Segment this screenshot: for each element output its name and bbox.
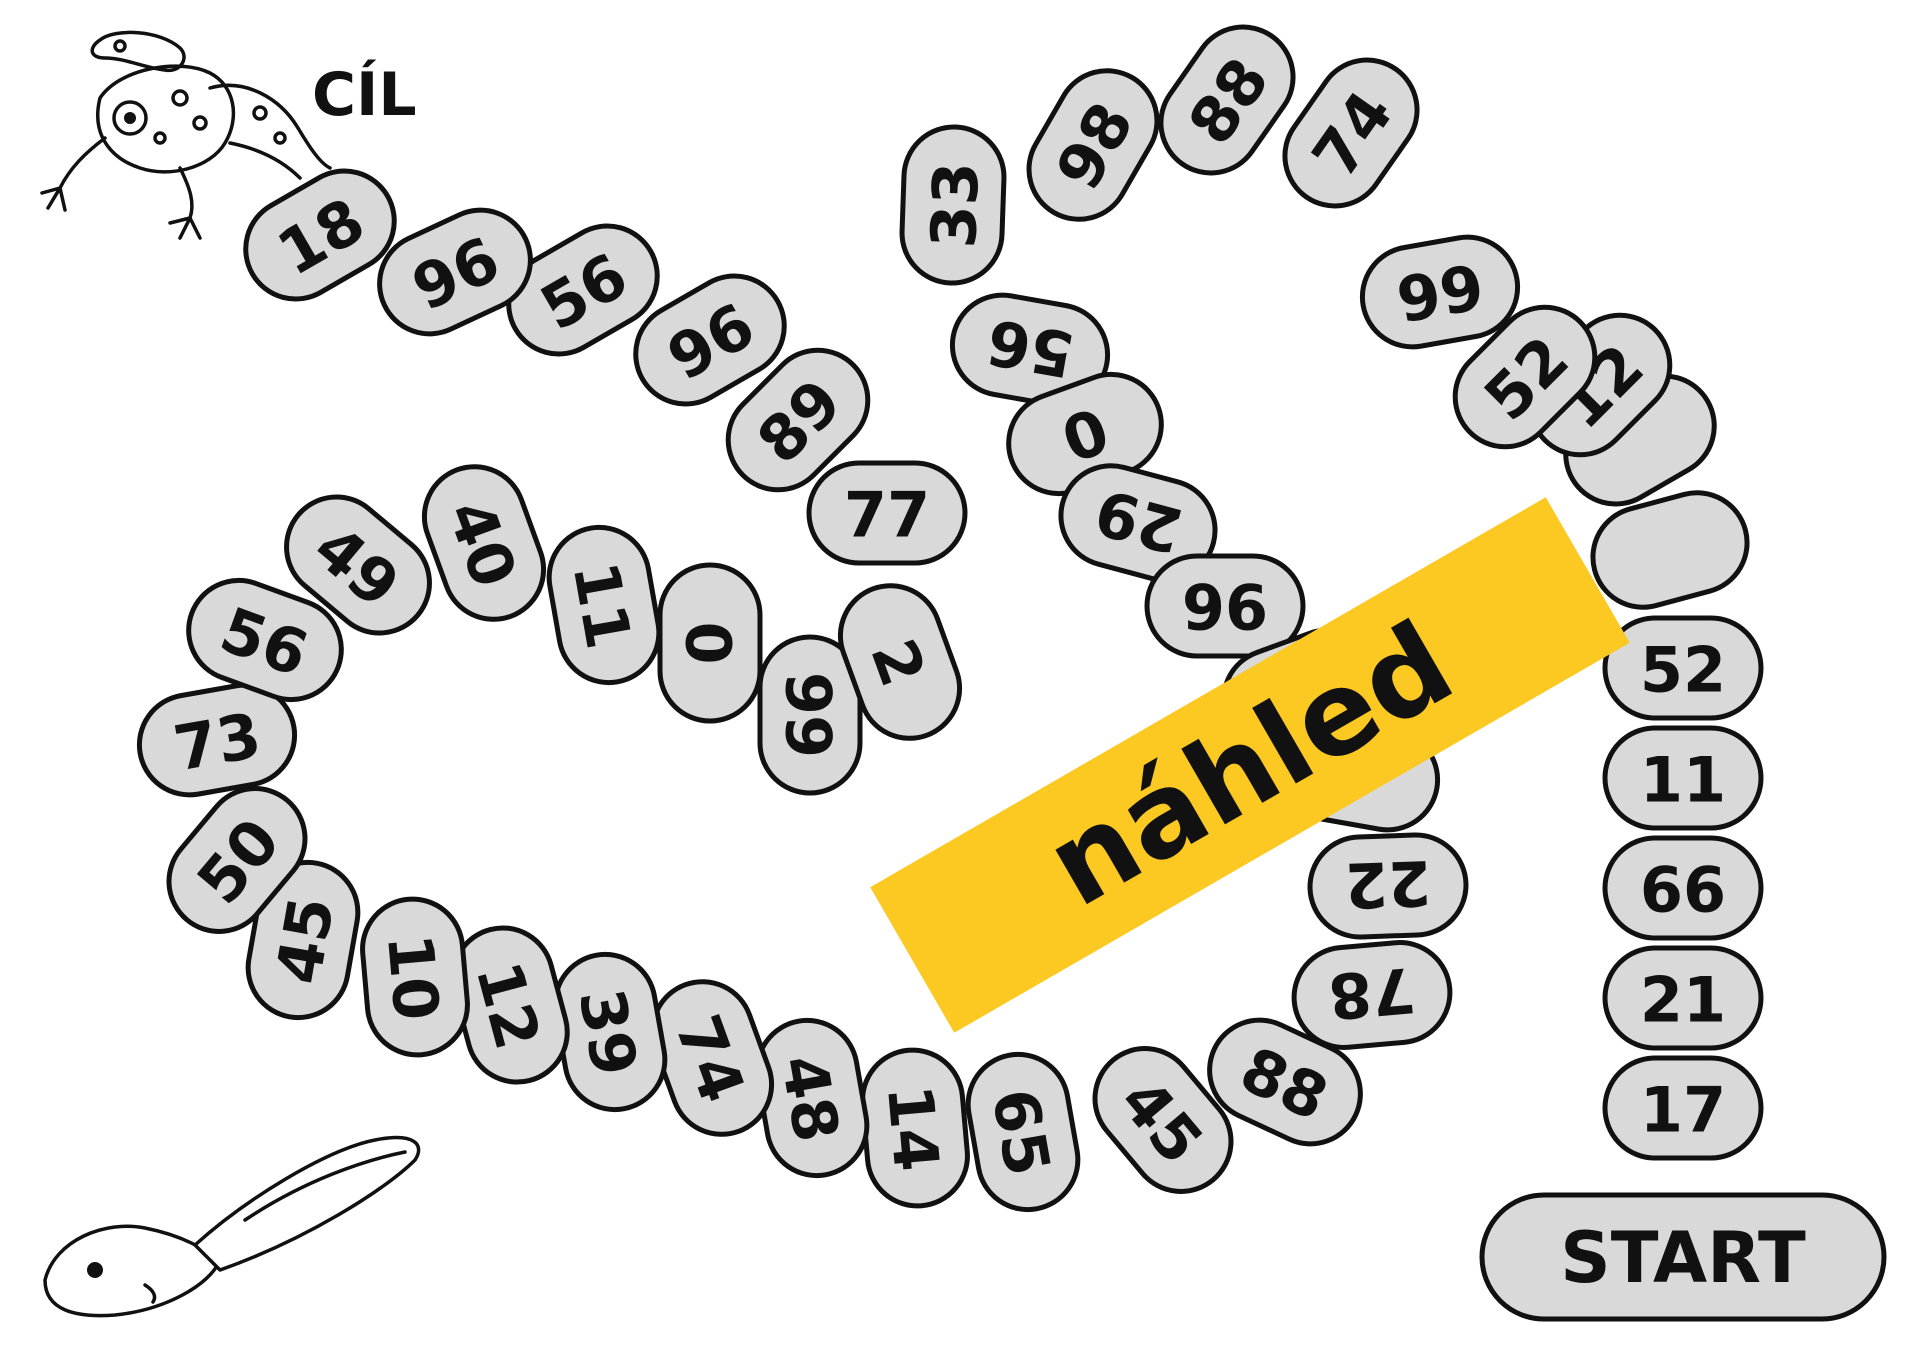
tile-number: 39 bbox=[565, 984, 652, 1082]
board-tile: 40 bbox=[421, 464, 547, 622]
board-tile: 66 bbox=[1602, 835, 1764, 941]
tile-number: 52 bbox=[1640, 634, 1726, 707]
tile-number: 99 bbox=[772, 672, 845, 758]
board-tile: 99 bbox=[1359, 234, 1521, 350]
board-tile: 39 bbox=[552, 951, 668, 1113]
board-tile: 56 bbox=[949, 292, 1111, 408]
tile-number: 21 bbox=[1640, 964, 1726, 1037]
board-tile: 88 bbox=[1158, 24, 1296, 176]
board-tile: 96 bbox=[377, 207, 533, 337]
board-tile: 73 bbox=[136, 682, 298, 798]
tile-number: 78 bbox=[1326, 953, 1418, 1033]
board-tile: 49 bbox=[284, 494, 432, 636]
goal-label: CÍL bbox=[312, 58, 417, 130]
board-tile: 17 bbox=[1602, 1055, 1764, 1161]
tile-number: 10 bbox=[373, 931, 453, 1023]
board-tile: 89 bbox=[725, 347, 871, 493]
board-tile: 22 bbox=[1307, 832, 1469, 940]
board-tile: 11 bbox=[546, 524, 662, 686]
board-tile: 52 bbox=[1602, 615, 1764, 721]
tile-number: 73 bbox=[169, 699, 267, 786]
board-tile: 33 bbox=[899, 124, 1007, 286]
board-tile bbox=[1590, 490, 1750, 610]
board-tile: 88 bbox=[1207, 1017, 1363, 1147]
board-tile: 18 bbox=[243, 168, 397, 302]
tile-number: 77 bbox=[844, 479, 930, 552]
board-tile: 29 bbox=[1058, 463, 1218, 583]
tile-number: 14 bbox=[873, 1082, 953, 1174]
board-tile: 14 bbox=[860, 1047, 970, 1209]
tile-number: 45 bbox=[262, 892, 349, 990]
board-tile: 45 bbox=[1092, 1046, 1234, 1194]
tile-number: 96 bbox=[1182, 572, 1268, 645]
tile-number: 33 bbox=[917, 161, 993, 250]
start-tile: START bbox=[1479, 1192, 1887, 1322]
frog-icon bbox=[40, 30, 332, 240]
board-tile: 45 bbox=[245, 859, 361, 1021]
board-tile: 77 bbox=[806, 460, 968, 566]
board-tile: 99 bbox=[757, 634, 863, 796]
board-tile: 50 bbox=[166, 786, 308, 934]
tile-number: 66 bbox=[1640, 854, 1726, 927]
tile-number: 11 bbox=[1640, 744, 1726, 817]
board-tile: 78 bbox=[1291, 940, 1453, 1050]
svg-text:START: START bbox=[1560, 1217, 1806, 1299]
board-tile: 12 bbox=[450, 925, 570, 1085]
tile-number: 0 bbox=[672, 621, 745, 664]
board-tile: 98 bbox=[1026, 68, 1160, 222]
tile-number: 65 bbox=[978, 1084, 1065, 1182]
tile-path: 1721661152125299748898335602996227888456… bbox=[136, 24, 1764, 1213]
tile-number: 17 bbox=[1640, 1074, 1726, 1147]
board-tile: 11 bbox=[1602, 725, 1764, 831]
board-tile: 96 bbox=[1144, 553, 1306, 659]
tile-number: 56 bbox=[982, 305, 1080, 392]
board-tile: 56 bbox=[506, 223, 660, 357]
board-tile: 74 bbox=[649, 979, 775, 1137]
board-tile: 96 bbox=[633, 273, 787, 407]
tile-number: 22 bbox=[1344, 846, 1433, 922]
board-tile: 2 bbox=[837, 583, 963, 741]
tadpole-icon bbox=[43, 1135, 421, 1318]
board-tile: 10 bbox=[360, 896, 470, 1058]
tile-number: 99 bbox=[1392, 251, 1490, 338]
tile-number: 48 bbox=[767, 1050, 854, 1148]
board-tile: 21 bbox=[1602, 945, 1764, 1051]
board-tile: 48 bbox=[754, 1017, 870, 1179]
board-tile: 0 bbox=[657, 562, 763, 724]
board-tile: 65 bbox=[965, 1051, 1081, 1213]
board-tile: 56 bbox=[186, 577, 344, 703]
tile-number: 11 bbox=[559, 557, 646, 655]
